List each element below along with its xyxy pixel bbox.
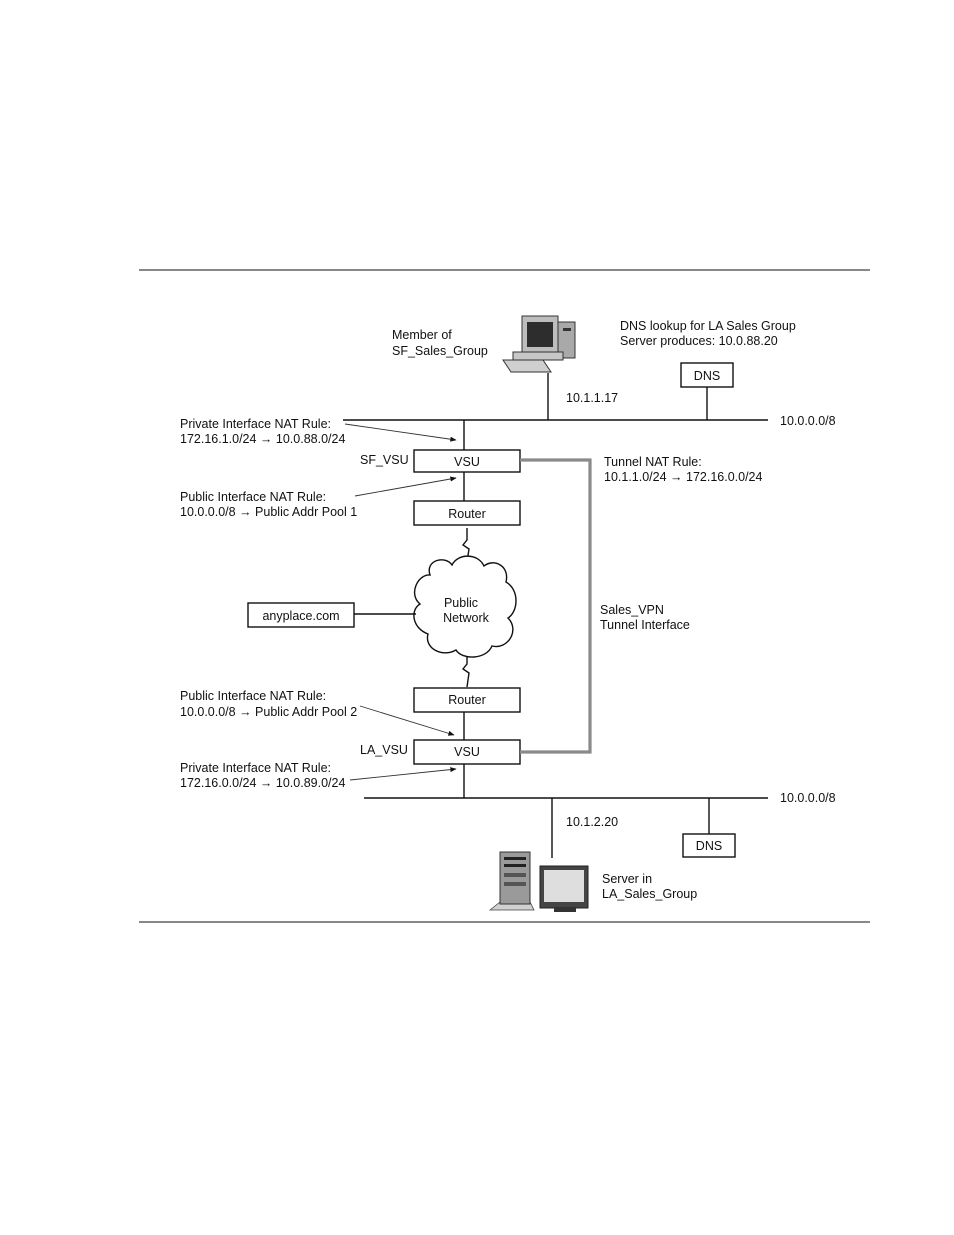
member-label-2: SF_Sales_Group — [392, 344, 488, 358]
sf-public-rule-label-1: Public Interface NAT Rule: — [180, 490, 326, 504]
tunnel-interface-label-1: Sales_VPN — [600, 603, 664, 617]
vsu-box-top-label: VSU — [454, 455, 480, 469]
dns-box-bottom — [682, 833, 736, 858]
member-label-1: Member of — [392, 328, 452, 342]
server-icon — [488, 851, 589, 912]
tunnel-rule-label-1: Tunnel NAT Rule: — [604, 455, 702, 469]
dns-lookup-label-2: Server produces: 10.0.88.20 — [620, 334, 778, 348]
server-ip-label: 10.1.2.20 — [566, 815, 618, 829]
tunnel-interface-label-2: Tunnel Interface — [600, 618, 690, 632]
sf-private-rule-label-2: 172.16.1.0/24 → 10.0.88.0/24 — [180, 432, 345, 446]
sf-public-rule-label-2: 10.0.0.0/8 → Public Addr Pool 1 — [180, 505, 357, 519]
la-public-rule-arrow — [359, 705, 455, 736]
router-box-top-label: Router — [448, 507, 486, 521]
sf-private-rule-arrow — [344, 423, 457, 442]
bottom-wan-link-icon — [461, 652, 470, 688]
top-wan-link-icon — [461, 528, 470, 563]
client-computer-icon — [502, 315, 576, 373]
bottom-network-label: 10.0.0.0/8 — [780, 791, 836, 805]
dns-lookup-label-1: DNS lookup for LA Sales Group — [620, 319, 796, 333]
server-label-2: LA_Sales_Group — [602, 887, 697, 901]
sf-public-rule-arrow — [354, 476, 457, 497]
anyplace-box-label: anyplace.com — [262, 609, 339, 623]
la-public-rule-label-2: 10.0.0.0/8 → Public Addr Pool 2 — [180, 705, 357, 719]
la-public-rule-label-1: Public Interface NAT Rule: — [180, 689, 326, 703]
anyplace-box — [247, 602, 355, 628]
dns-box-top-label: DNS — [694, 369, 720, 383]
server-label-1: Server in — [602, 872, 652, 886]
public-network-label-1: Public — [444, 596, 478, 610]
la-private-rule-label-1: Private Interface NAT Rule: — [180, 761, 331, 775]
router-box-bottom-label: Router — [448, 693, 486, 707]
la-private-rule-label-2: 172.16.0.0/24 → 10.0.89.0/24 — [180, 776, 345, 790]
public-network-label-2: Network — [443, 611, 490, 625]
public-network-cloud-icon — [413, 555, 517, 658]
sf-vsu-label: SF_VSU — [360, 453, 409, 467]
la-private-rule-arrow — [349, 767, 457, 781]
la-vsu-label: LA_VSU — [360, 743, 408, 757]
dns-box-bottom-label: DNS — [696, 839, 722, 853]
tunnel-rule-label-2: 10.1.1.0/24 → 172.16.0.0/24 — [604, 470, 763, 484]
sf-private-rule-label-1: Private Interface NAT Rule: — [180, 417, 331, 431]
router-box-top — [413, 500, 521, 526]
router-box-bottom — [413, 687, 521, 713]
top-network-label: 10.0.0.0/8 — [780, 414, 836, 428]
sales-vpn-tunnel — [520, 458, 592, 754]
vsu-box-bottom-label: VSU — [454, 745, 480, 759]
client-ip-label: 10.1.1.17 — [566, 391, 618, 405]
dns-box-top — [680, 362, 734, 388]
